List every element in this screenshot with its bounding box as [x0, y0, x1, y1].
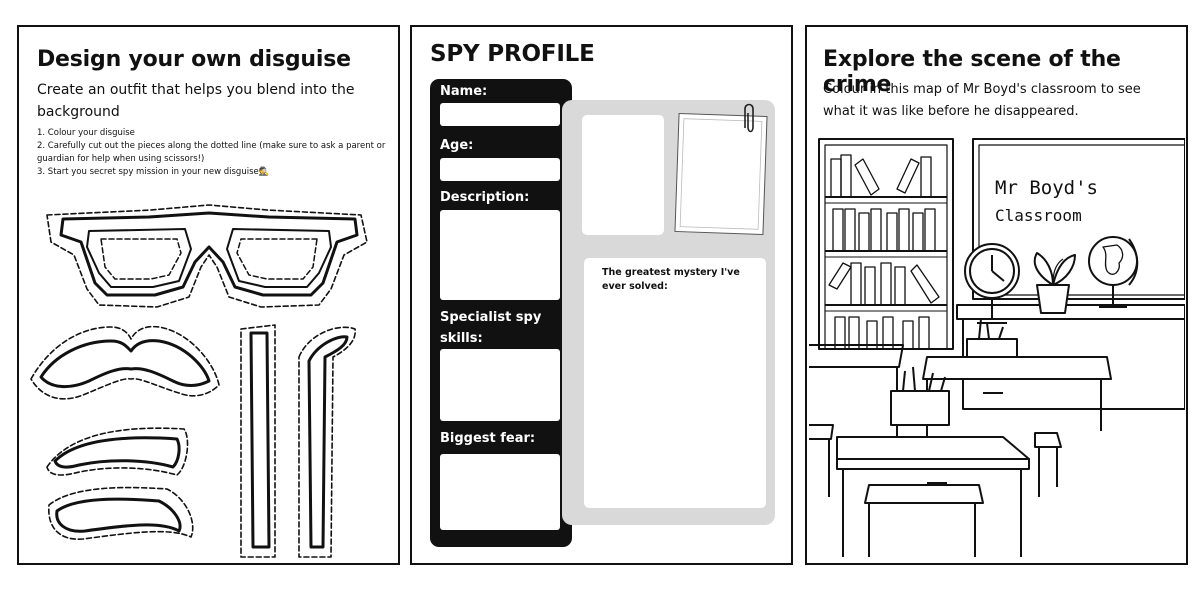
- instruction-step: 1. Colour your disguise: [37, 128, 135, 138]
- pencil-box: [890, 366, 950, 426]
- clock-icon: [964, 243, 1020, 324]
- instructions-list: 1. Colour your disguise 2. Carefully cut…: [37, 127, 392, 179]
- board-line-2: Classroom: [995, 206, 1082, 225]
- eyebrow-cutouts: [46, 427, 194, 540]
- age-label: Age:: [440, 138, 474, 153]
- classroom-illustration: [809, 138, 1185, 557]
- desk-front: [836, 436, 1030, 557]
- cutout-art: [30, 204, 368, 558]
- polaroid-art: [674, 103, 768, 236]
- chair-front: [864, 484, 984, 557]
- chair-left: [809, 424, 834, 497]
- skills-field[interactable]: [440, 349, 560, 421]
- stick-cutouts: [240, 324, 356, 558]
- instruction-step: 3. Start you secret spy mission in your …: [37, 167, 270, 177]
- name-field[interactable]: [440, 103, 560, 126]
- skills-label: Specialist spy skills:: [440, 310, 542, 346]
- polaroid-photo: [674, 112, 768, 236]
- crime-title: Explore the scene of the crime: [823, 47, 1121, 97]
- fear-field[interactable]: [440, 454, 560, 530]
- name-label: Name:: [440, 84, 488, 99]
- description-label: Description:: [440, 190, 530, 205]
- profile-form: Name: Age: Description: Specialist spy s…: [430, 79, 572, 547]
- desk-back-left: [809, 344, 904, 447]
- mystery-box[interactable]: The greatest mystery I've ever solved:: [584, 258, 766, 508]
- crime-scene-panel: Explore the scene of the crime Colour in…: [805, 25, 1188, 565]
- profile-title: SPY PROFILE: [430, 41, 595, 67]
- glasses-cutout: [46, 204, 368, 308]
- instruction-step: 2. Carefully cut out the pieces along th…: [37, 141, 386, 164]
- moustache-cutout: [30, 325, 220, 400]
- board-line-1: Mr Boyd's: [995, 177, 1098, 199]
- whiteboard: [972, 138, 1185, 300]
- crime-subtitle: Colour in this map of Mr Boyd's classroo…: [823, 82, 1141, 119]
- chair-right: [1034, 432, 1062, 497]
- disguise-title: Design your own disguise: [37, 47, 351, 72]
- mystery-label: The greatest mystery I've ever solved:: [602, 267, 740, 292]
- globe-icon: [1088, 236, 1139, 308]
- bookshelf: [818, 138, 954, 350]
- spy-profile-panel: SPY PROFILE Name: Age: Description: Spec…: [410, 25, 793, 565]
- paperclip-icon: [744, 103, 754, 133]
- plant-icon: [1033, 252, 1076, 314]
- disguise-subtitle: Create an outfit that helps you blend in…: [37, 82, 355, 120]
- description-field[interactable]: [440, 210, 560, 300]
- fear-label: Biggest fear:: [440, 431, 536, 446]
- photo-box[interactable]: [582, 115, 664, 235]
- disguise-panel: Design your own disguise Create an outfi…: [17, 25, 400, 565]
- age-field[interactable]: [440, 158, 560, 181]
